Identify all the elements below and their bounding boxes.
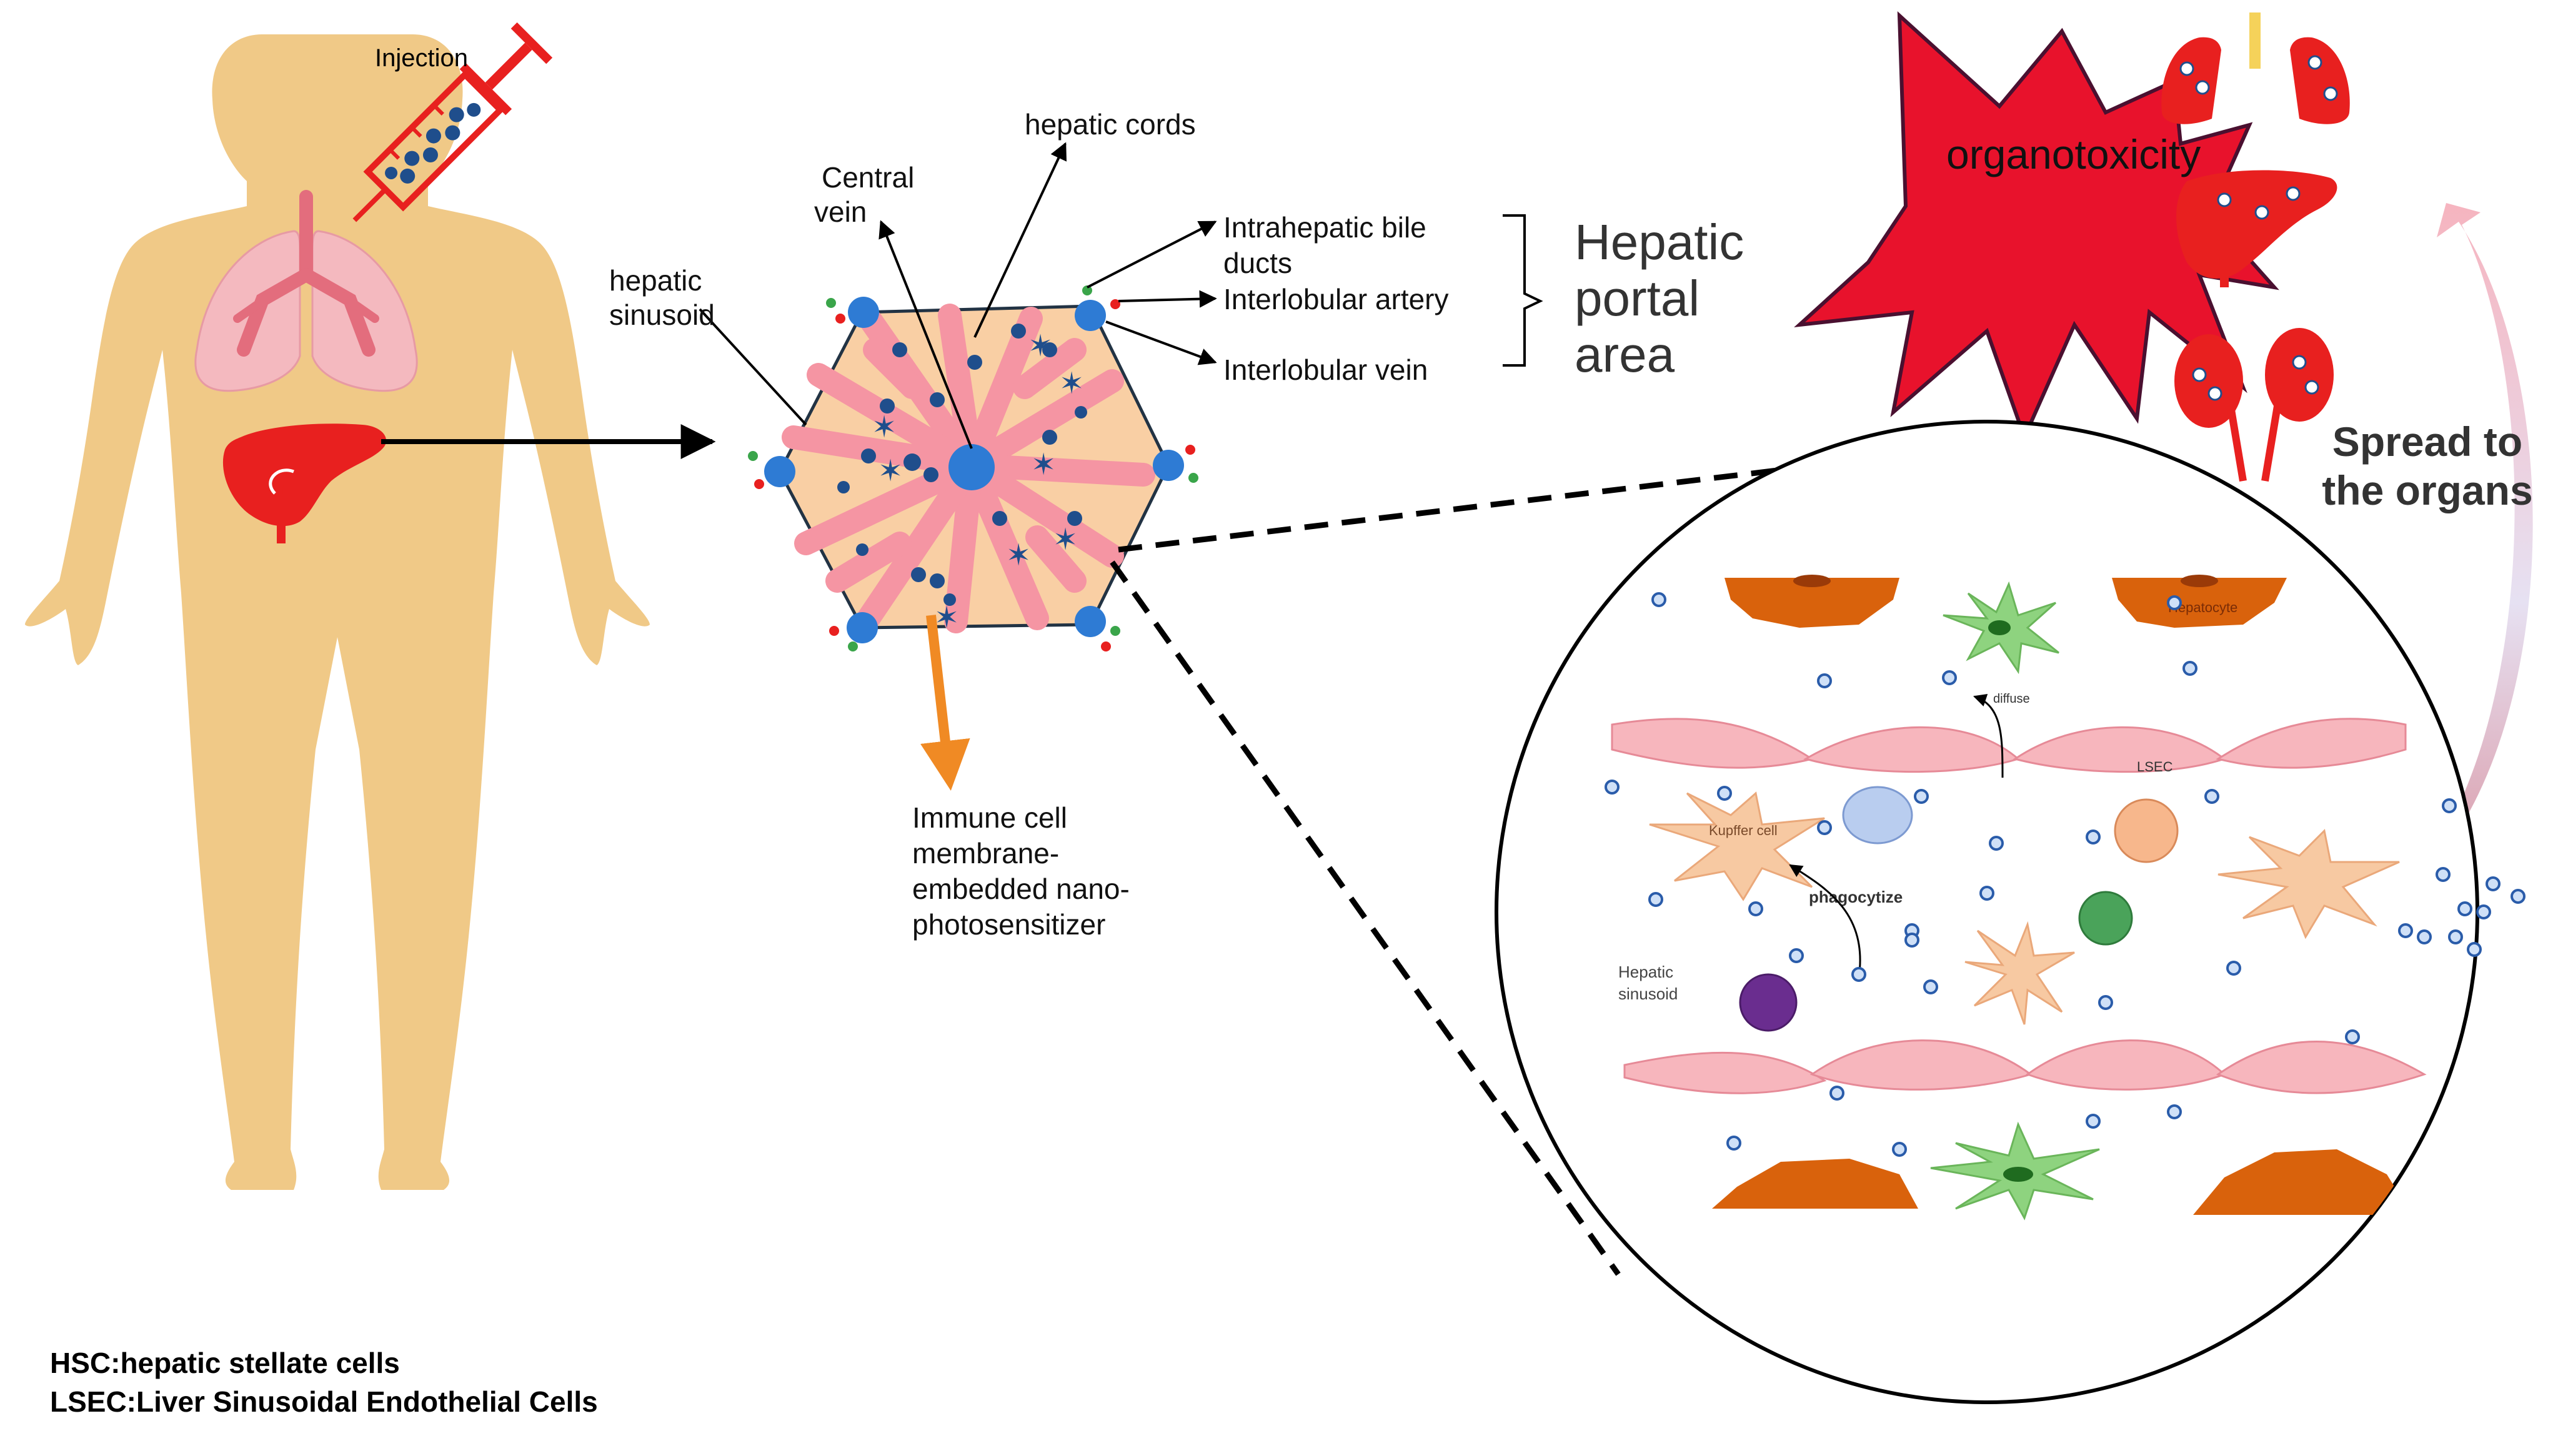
lobule-particles <box>837 324 1087 606</box>
hepatocyte-cells <box>1712 575 2412 1215</box>
nano-label-4: photosensitizer <box>912 908 1105 941</box>
svg-text:✶: ✶ <box>872 411 897 444</box>
nanoparticles <box>1605 592 2472 1157</box>
nano-label-3: embedded nano- <box>912 873 1130 905</box>
monocyte-cell <box>1842 786 1913 844</box>
sinusoid-pointer <box>699 308 807 426</box>
sinusoid-zoom-label-2: sinusoid <box>1618 984 1678 1003</box>
kupffer-label: Kupffer cell <box>1709 823 1778 838</box>
sinusoid-zoom-label-1: Hepatic <box>1618 963 1673 981</box>
central-vein <box>948 444 995 490</box>
syringe-icon <box>352 22 553 222</box>
svg-text:✶: ✶ <box>1031 448 1056 482</box>
vein-label: Interlobular vein <box>1223 354 1428 386</box>
diffuse-arrow <box>1973 694 2004 778</box>
portal-area-label-2: portal <box>1575 270 1700 326</box>
nano-label-1: Immune cell <box>912 801 1067 834</box>
central-vein-arrow <box>878 220 973 449</box>
artery-label: Interlobular artery <box>1223 283 1449 315</box>
svg-text:✶: ✶ <box>1053 523 1078 557</box>
vein-arrow <box>1105 320 1217 365</box>
bile-ducts-label: Intrahepatic bile <box>1223 211 1426 244</box>
svg-text:✶: ✶ <box>934 602 959 635</box>
organotoxicity-label: organotoxicity <box>1946 131 2201 177</box>
portal-brace <box>1503 214 1543 367</box>
diffuse-label: diffuse <box>1993 692 2030 706</box>
nano-label-2: membrane- <box>912 837 1059 869</box>
phagocytize-arrow <box>1789 864 1861 978</box>
portal-triads <box>748 285 1198 651</box>
lsec-bottom <box>1623 1039 2427 1094</box>
portal-area-label-3: area <box>1575 327 1675 382</box>
injection-label: Injection <box>375 44 468 72</box>
hsc-cells <box>1930 581 2100 1221</box>
lungs-icon <box>2161 12 2350 124</box>
hepatic-cords-arrow <box>973 142 1067 338</box>
legend-hsc: HSC:hepatic stellate cells <box>50 1347 400 1379</box>
spread-label-1: Spread to <box>2332 418 2522 465</box>
portal-area-label-1: Hepatic <box>1575 214 1744 270</box>
kidneys-icon <box>2174 328 2334 482</box>
svg-text:✶: ✶ <box>878 455 903 488</box>
central-vein-label: Central <box>822 161 914 194</box>
svg-text:✶: ✶ <box>1028 330 1053 363</box>
human-body <box>25 34 716 1190</box>
green-cell <box>2078 891 2133 946</box>
liver-icon <box>222 423 387 543</box>
artery-arrow <box>1118 290 1217 308</box>
sinusoid-label-2: sinusoid <box>609 299 715 331</box>
organotoxicity-burst <box>1794 11 2350 482</box>
lobule-star-cells: ✶✶✶ ✶✶✶ ✶✶ <box>872 330 1084 635</box>
spread-label-2: the organs <box>2322 467 2532 513</box>
sinusoid-zoom: Hepatocyte LSEC d <box>1495 420 2479 1404</box>
macrophage-cell <box>2114 798 2179 863</box>
svg-text:✶: ✶ <box>1059 367 1084 400</box>
hepatic-cords-label: hepatic cords <box>1025 108 1196 141</box>
lsec-top <box>1611 718 2407 773</box>
kupffer-cells <box>1649 791 2400 1025</box>
central-vein-label-2: vein <box>814 196 867 228</box>
hepatic-cords <box>782 304 1155 633</box>
spread-arrow <box>2431 203 2533 868</box>
phagocytize-label: phagocytize <box>1809 888 1903 906</box>
lymphocyte-cell <box>1739 973 1798 1032</box>
nano-arrow <box>920 615 970 791</box>
svg-text:✶: ✶ <box>1006 539 1031 572</box>
legend-lsec: LSEC:Liver Sinusoidal Endothelial Cells <box>50 1385 598 1418</box>
bile-duct-arrow <box>1087 220 1217 289</box>
escaping-particles <box>2417 876 2526 957</box>
sinusoid-label: hepatic <box>609 264 702 297</box>
hepatic-lobule: ✶✶✶ ✶✶✶ ✶✶ <box>699 142 1543 791</box>
lsec-label: LSEC <box>2137 759 2173 775</box>
bile-ducts-label-2: ducts <box>1223 247 1292 279</box>
trachea-icon <box>233 190 379 357</box>
